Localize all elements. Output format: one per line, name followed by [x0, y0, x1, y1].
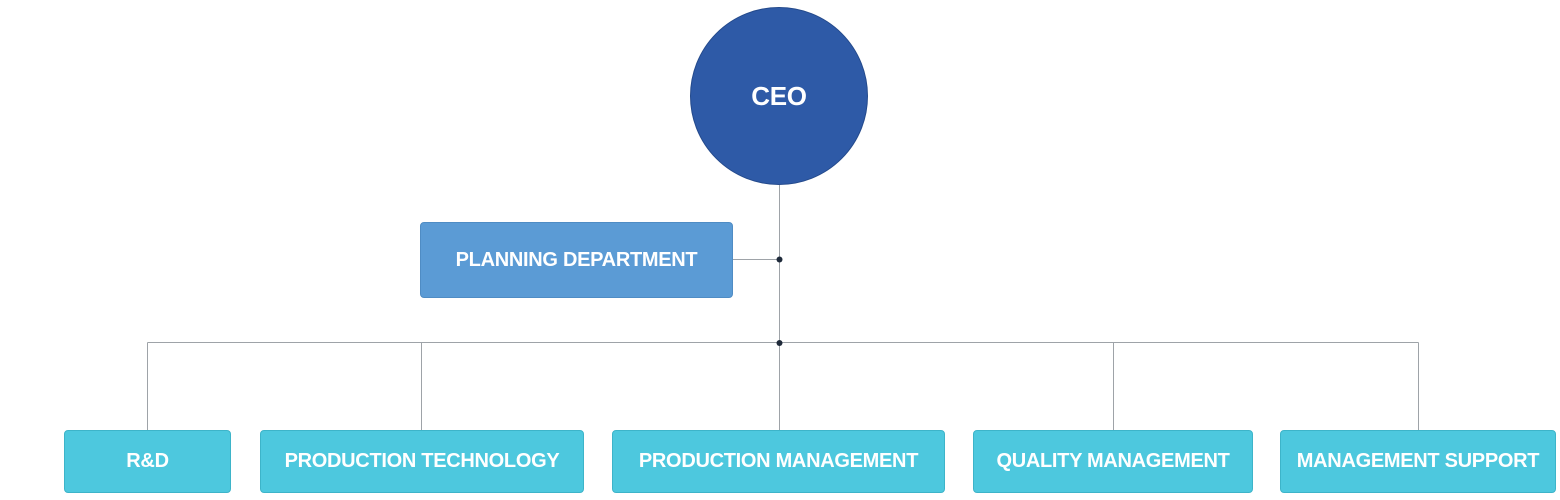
department-node-production-technology[interactable]: PRODUCTION TECHNOLOGY [260, 430, 584, 493]
department-node-quality-management[interactable]: QUALITY MANAGEMENT [973, 430, 1253, 493]
department-node-production-management[interactable]: PRODUCTION MANAGEMENT [612, 430, 945, 493]
department-node-rd[interactable]: R&D [64, 430, 231, 493]
planning-junction-dot [776, 256, 783, 263]
ceo-node[interactable]: CEO [690, 7, 868, 185]
planning-department-node[interactable]: PLANNING DEPARTMENT [420, 222, 733, 298]
department-node-management-support[interactable]: MANAGEMENT SUPPORT [1280, 430, 1556, 493]
bus-junction-dot [776, 340, 783, 346]
